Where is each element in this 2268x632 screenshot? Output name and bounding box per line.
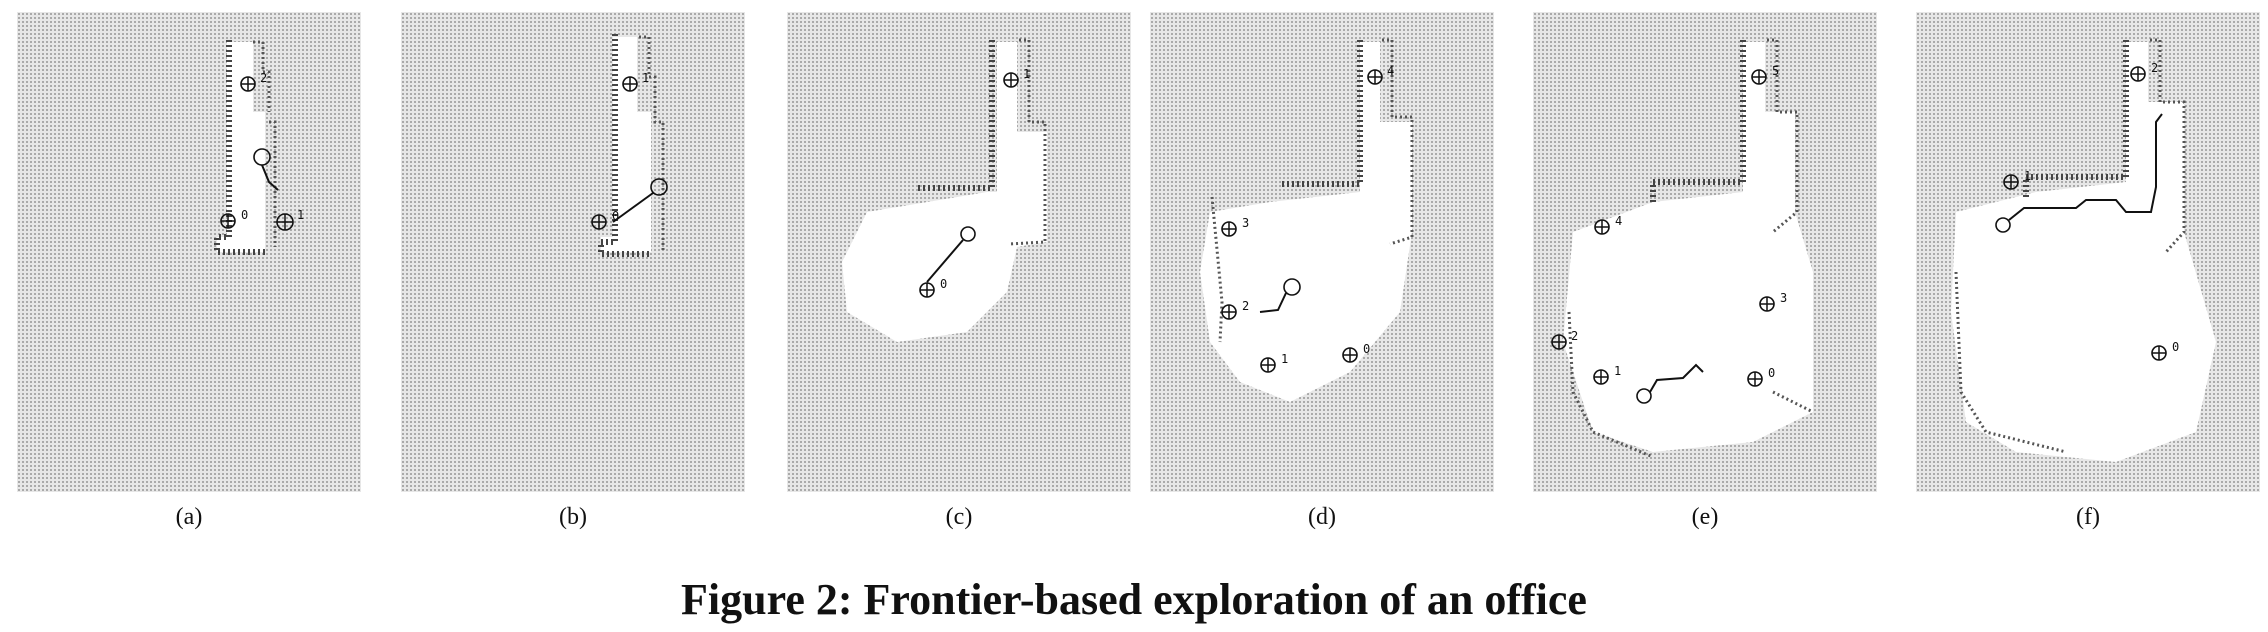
robot-path: [1649, 363, 1704, 393]
frontier-target-2: [240, 76, 256, 92]
free-space: [1563, 42, 1813, 452]
wall: [598, 34, 651, 257]
frontier-target-4: [1594, 219, 1610, 235]
frontier-label: 1: [297, 208, 304, 222]
wall: [269, 120, 277, 247]
robot-position: [960, 226, 976, 242]
frontier-label: 4: [1615, 214, 1622, 228]
frontier-label: 0: [612, 209, 619, 223]
frontier-label: 2: [260, 71, 267, 85]
frontier-target-3: [1759, 296, 1775, 312]
robot-path: [926, 239, 964, 283]
panel-c-label: (c): [945, 504, 973, 530]
frontier-target-1: [276, 213, 294, 231]
wall: [917, 40, 995, 191]
frontier-label: 2: [1571, 329, 1578, 343]
wall: [639, 35, 665, 250]
frontier-label: 3: [1780, 291, 1787, 305]
panel-f-occupancy-grid: 2 1 0: [1916, 12, 2260, 492]
robot-position: [1636, 388, 1652, 404]
frontier-label: 1: [1614, 364, 1621, 378]
panel-a-label: (a): [175, 504, 203, 530]
panel-e-occupancy-grid: 5 4 3 2 1 0: [1533, 12, 1877, 492]
frontier-target-0: [591, 214, 607, 230]
panel-b-occupancy-grid: 1 0: [401, 12, 745, 492]
free-space: [1200, 42, 1412, 402]
frontier-label: 1: [642, 71, 649, 85]
robot-position: [650, 178, 668, 196]
figure-caption: Figure 2: Frontier-based exploration of …: [681, 575, 1587, 624]
free-space: [217, 42, 265, 252]
frontier-target-0: [1342, 347, 1358, 363]
wall: [1954, 271, 2067, 454]
wall: [2023, 40, 2129, 197]
panel-f-label: (f): [2076, 504, 2100, 530]
wall: [1567, 311, 1654, 459]
wall: [1008, 38, 1047, 246]
panel-a-occupancy-grid: 2 0 1: [17, 12, 361, 492]
frontier-target-5: [1751, 69, 1767, 85]
frontier-label: 0: [1768, 366, 1775, 380]
panel-d-occupancy-grid: 4 3 2 1 0: [1150, 12, 1494, 492]
frontier-label: 1: [1023, 67, 1030, 81]
frontier-label: 0: [2172, 340, 2179, 354]
panel-b-label: (b): [559, 504, 587, 530]
frontier-label: 0: [1363, 342, 1370, 356]
free-space: [1951, 42, 2216, 462]
wall: [1767, 38, 1799, 234]
wall: [2150, 38, 2186, 254]
frontier-label: 1: [1281, 352, 1288, 366]
frontier-label: 0: [241, 208, 248, 222]
frontier-target-0: [919, 282, 935, 298]
frontier-target-1: [622, 76, 638, 92]
wall: [1382, 38, 1414, 246]
robot-path: [612, 192, 654, 223]
frontier-target-3: [1221, 221, 1237, 237]
frontier-label: 5: [1772, 64, 1779, 78]
panel-e-label: (e): [1691, 504, 1719, 530]
panel-c-occupancy-grid: 1 0: [787, 12, 1131, 492]
free-space: [842, 42, 1047, 342]
frontier-label: 2: [1242, 299, 1249, 313]
robot-path: [261, 164, 279, 191]
panel-b-map: 1 0: [591, 34, 668, 257]
frontier-label: 1: [2024, 169, 2031, 183]
panel-e-map: 5 4 3 2 1 0: [1551, 38, 1814, 459]
panel-d-label: (d): [1308, 504, 1336, 530]
panel-a-map: 2 0 1: [214, 40, 304, 255]
frontier-target-1: [1593, 369, 1609, 385]
frontier-label: 0: [940, 277, 947, 291]
wall: [253, 40, 271, 112]
free-space: [601, 37, 651, 252]
frontier-target-2: [1221, 304, 1237, 320]
frontier-target-2: [2130, 66, 2146, 82]
robot-position: [1283, 278, 1301, 296]
frontier-target-4: [1367, 69, 1383, 85]
panel-c-map: 1 0: [842, 38, 1047, 342]
frontier-target-1: [1003, 72, 1019, 88]
robot-path: [1259, 292, 1287, 313]
frontier-target-2: [1551, 334, 1567, 350]
panel-d-map: 4 3 2 1 0: [1200, 38, 1414, 402]
frontier-target-0: [1747, 371, 1763, 387]
wall: [214, 40, 267, 255]
wall: [1280, 40, 1363, 187]
frontier-target-1: [1260, 357, 1276, 373]
robot-position: [1995, 217, 2011, 233]
robot-path: [2008, 113, 2163, 221]
frontier-label: 2: [2151, 61, 2158, 75]
frontier-target-0: [2151, 345, 2167, 361]
panel-f-map: 2 1 0: [1951, 38, 2216, 462]
frontier-target-1: [2003, 174, 2019, 190]
frontier-label: 3: [1242, 216, 1249, 230]
frontier-target-0: [220, 213, 236, 229]
wall: [1650, 40, 1746, 202]
wall: [1210, 196, 1224, 343]
frontier-label: 4: [1387, 64, 1394, 78]
